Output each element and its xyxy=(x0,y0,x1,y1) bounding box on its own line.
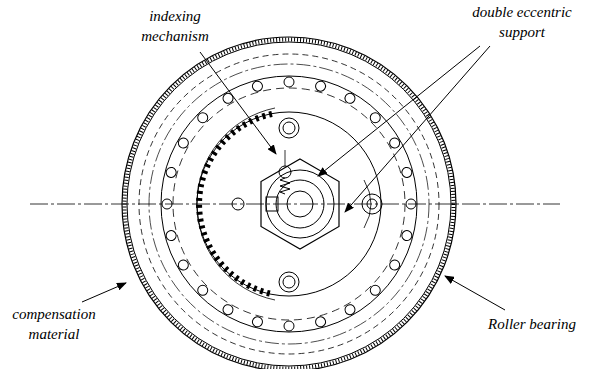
part-label: Roller bearing xyxy=(478,314,586,334)
part-label: indexing mechanism xyxy=(132,6,218,46)
part-label: double eccentric support xyxy=(462,2,582,42)
part-label: compensation material xyxy=(4,304,104,344)
